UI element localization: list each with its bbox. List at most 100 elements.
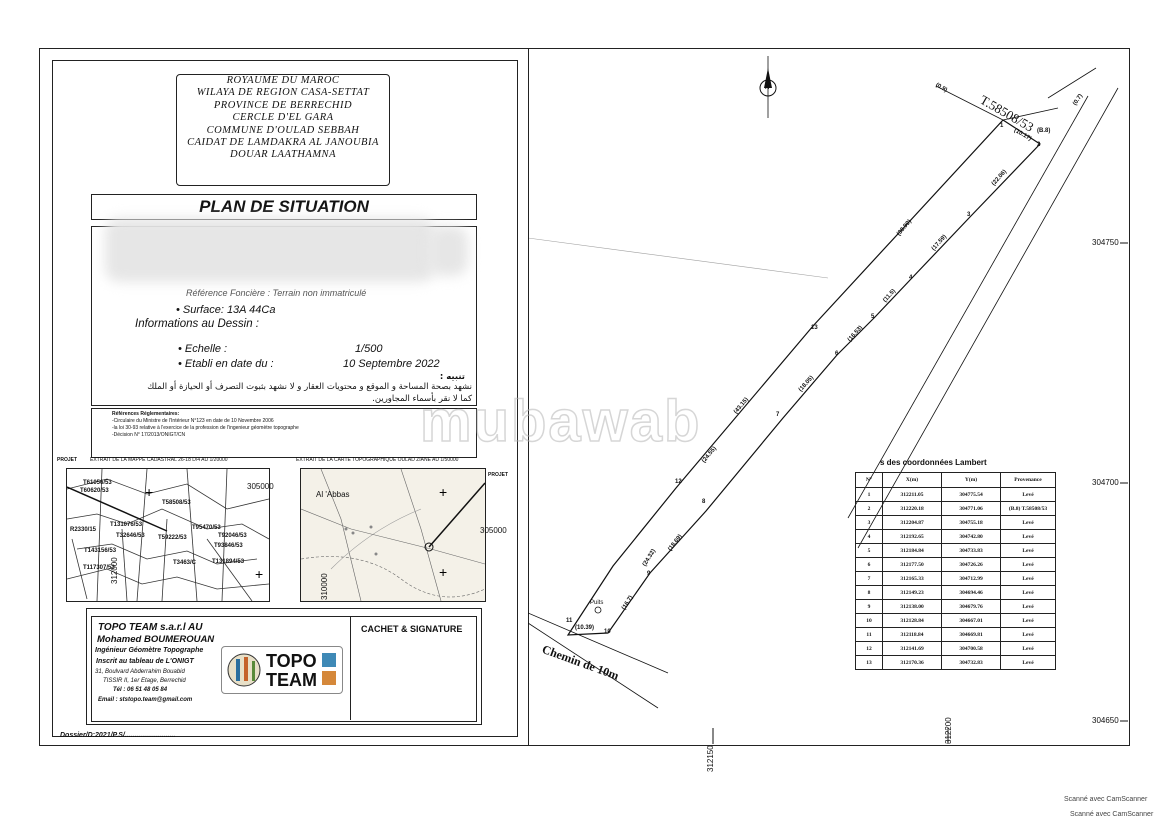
topo-extract-title: EXTRAIT DE LA CARTE TOPOGRAPHIQUE OULAD … [296, 457, 459, 463]
table-cell: Levé [1000, 515, 1056, 530]
table-cell: 312192.65 [882, 529, 942, 544]
address-line: 31, Boulvard Abderrahim Bouabid [95, 669, 185, 675]
table-header: X(m) [882, 472, 942, 488]
regulatory-references: Références Réglementaires: -Circulaire d… [91, 408, 477, 458]
table-cell: Levé [1000, 571, 1056, 586]
table-cell: 6 [855, 557, 883, 572]
table-header: Y(m) [941, 472, 1001, 488]
refs-line: -la loi 30-93 relative à l'exercice de l… [112, 425, 299, 431]
table-cell: 304694.46 [941, 585, 1001, 600]
grid-y-label: 304750 [1092, 238, 1119, 247]
echelle-label: • Echelle : [178, 343, 228, 355]
point-label: 8 [702, 499, 706, 505]
refs-title: Références Réglementaires: [112, 411, 180, 417]
cadastral-map-drawing: + + [67, 469, 269, 601]
table-cell: 304712.99 [941, 571, 1001, 586]
mubawab-watermark: mubawab [419, 388, 702, 455]
cachet-label: CACHET & SIGNATURE [361, 624, 463, 634]
table-cell: 312149.23 [882, 585, 942, 600]
redacted-area [105, 218, 435, 282]
parcel-label: T60620/53 [80, 488, 109, 494]
table-cell: 312211.05 [882, 487, 942, 502]
table-cell: Levé [1000, 599, 1056, 614]
logo-mark [227, 653, 336, 687]
table-cell: 312204.87 [882, 515, 942, 530]
point-label: 13 [811, 325, 818, 331]
projet-arrow [428, 482, 485, 548]
header-line: COMMUNE D'OULAD SEBBAH [206, 124, 360, 136]
table-cell: 304733.83 [941, 543, 1001, 558]
table-cell: 9 [855, 599, 883, 614]
table-cell: 10 [855, 613, 883, 628]
arabic-notice-line: كما لا نقر بأسماء المجاورين. [372, 394, 472, 404]
point-label: 12 [675, 479, 682, 485]
grid-x-label: 312150 [706, 745, 715, 772]
point-label: 11 [566, 618, 573, 624]
left-inner-frame [52, 60, 518, 737]
etabli-value: 10 Septembre 2022 [343, 358, 440, 370]
table-cell: 304679.76 [941, 599, 1001, 614]
table-cell: 8 [855, 585, 883, 600]
refs-line: -Circulaire du Ministre de l'Intérieur N… [112, 418, 274, 424]
point-label: 5 [871, 314, 875, 320]
map-coordinate: 310000 [320, 573, 329, 600]
header-line: DOUAR LAATHAMNA [230, 149, 336, 161]
distance-label: (B.8) [1037, 128, 1051, 134]
company-box [91, 616, 477, 722]
table-header-row: N° X(m) Y(m) Provenance [855, 472, 1056, 488]
map-coordinate: 305000 [247, 482, 274, 491]
table-cell: 5 [855, 543, 883, 558]
map-coordinate: 312000 [110, 557, 119, 584]
topo-map-drawing: + + [301, 469, 485, 601]
parcel-label: T58508/53 [162, 500, 191, 506]
table-cell: Levé [1000, 529, 1056, 544]
topo-map: + + [300, 468, 486, 602]
point-label: 1 [1000, 123, 1004, 129]
parcel-label: T131076/53 [110, 522, 143, 528]
table-cell: Levé [1000, 543, 1056, 558]
informations-label: Informations au Dessin : [135, 318, 260, 330]
table-cell: 304771.06 [941, 501, 1001, 516]
surface-field: • Surface: 13A 44Ca [176, 304, 276, 316]
topo-team-logo: TOPO TEAM [221, 646, 343, 694]
table-cell: 11 [855, 627, 883, 642]
table-cell: Levé [1000, 557, 1056, 572]
parcel-label: T32646/53 [116, 533, 145, 539]
projet-label: PROJET [57, 457, 78, 463]
parcel-label: T131894/53 [212, 559, 245, 565]
echelle-value: 1/500 [355, 343, 383, 355]
company-phone: Tél : 06 51 48 05 84 [113, 687, 168, 693]
left-sheet [39, 48, 529, 746]
header-line: CERCLE D'EL GARA [232, 112, 334, 124]
table-cell: 304742.80 [941, 529, 1001, 544]
scanner-watermark: Scanné avec CamScanner [1070, 811, 1154, 818]
table-cell: 304669.81 [941, 627, 1001, 642]
address-line: TISSIR II, 1er Etage, Berrechid [103, 678, 186, 684]
cadastral-extract-title: EXTRAIT DE LA MAPPE CADASTRAL 26-18 D/4 … [90, 457, 228, 463]
header-line: PROVINCE DE BERRECHID [213, 99, 353, 111]
table-cell: Levé [1000, 585, 1056, 600]
svg-text:+: + [255, 566, 263, 582]
table-cell: 12 [855, 641, 883, 656]
coords-table-title: s des coordonnées Lambert [880, 458, 987, 467]
point-label: 6 [835, 351, 839, 357]
table-cell: 304732.83 [941, 655, 1001, 670]
topo-place: Al 'Abbas [316, 490, 350, 499]
registration: Inscrit au tableau de L'ONIGT [96, 658, 194, 665]
parcel-label: T143156/53 [84, 548, 117, 554]
svg-text:+: + [145, 484, 153, 500]
parcel-plan [528, 56, 1128, 744]
grid-y-label: 304700 [1092, 478, 1119, 487]
table-cell: 312141.69 [882, 641, 942, 656]
distance-label: (10.39) [575, 625, 595, 631]
parcel-label: R2330/15 [70, 527, 97, 533]
